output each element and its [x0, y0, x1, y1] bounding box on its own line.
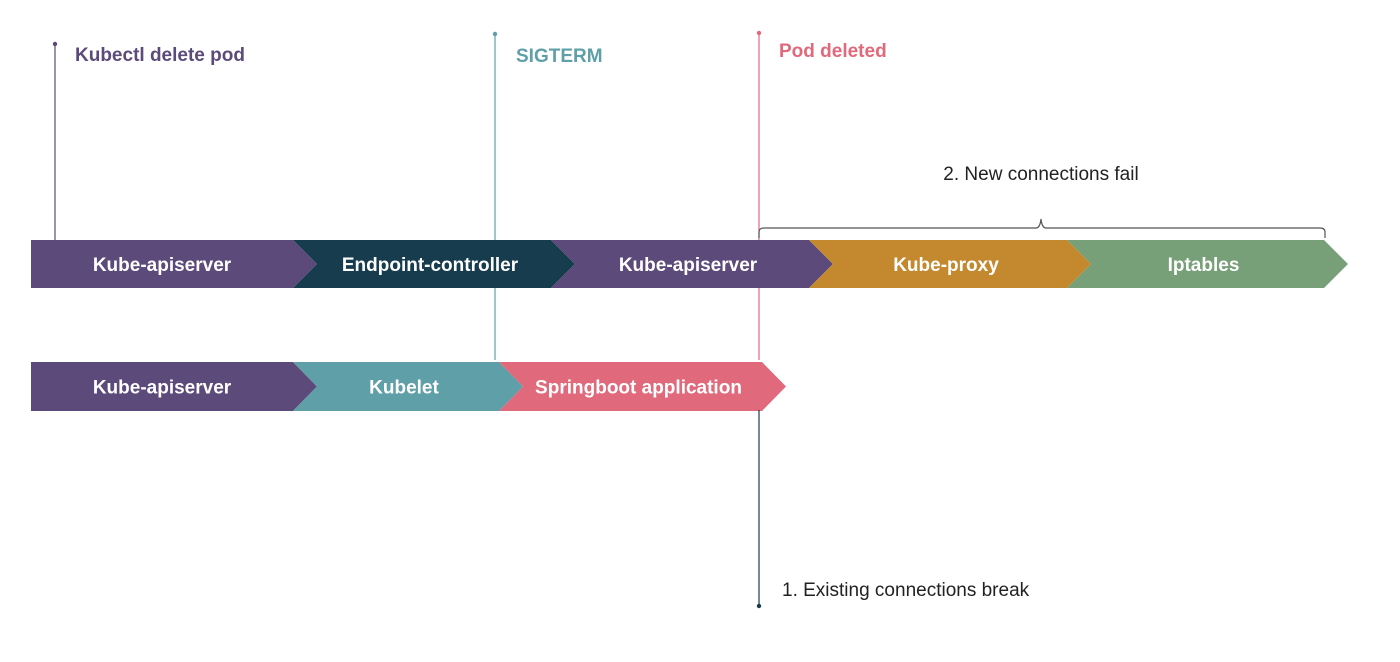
row2-segment-2	[293, 362, 523, 411]
row1-segment-2	[293, 240, 575, 288]
new-connections-brace	[758, 218, 1326, 238]
kubectl-delete-dot	[52, 41, 58, 47]
row1-segment-4	[809, 240, 1091, 288]
sigterm-label: SIGTERM	[516, 46, 603, 67]
event-kubectl-delete: Kubectl delete pod	[52, 41, 245, 240]
existing-connections-dot	[756, 603, 762, 609]
row1-flow: Kube-apiserver Endpoint-controller Kube-ap…	[31, 240, 1348, 288]
row2-flow: Kube-apiserver Kubelet Springboot applicat…	[31, 362, 786, 411]
row1-segment-5-label: Iptables	[1168, 255, 1240, 276]
pod-deleted-label: Pod deleted	[779, 41, 887, 62]
row2-segment-3-label: Springboot application	[535, 378, 742, 399]
existing-connections-note: 1. Existing connections break	[782, 580, 1030, 601]
row1-segment-1-label: Kube-apiserver	[93, 255, 232, 276]
sigterm-dot	[492, 31, 498, 37]
kubectl-delete-label: Kubectl delete pod	[75, 45, 245, 66]
row2-segment-2-label: Kubelet	[369, 378, 439, 399]
row2-segment-1	[31, 362, 317, 411]
row1-segment-2-label: Endpoint-controller	[342, 255, 519, 276]
event-pod-deleted: Pod deleted	[756, 30, 887, 360]
row1-segment-4-label: Kube-proxy	[893, 255, 999, 276]
row2-segment-1-label: Kube-apiserver	[93, 378, 232, 399]
row1-segment-3	[551, 240, 833, 288]
pod-deleted-dot	[756, 30, 762, 36]
new-connections-note: 2. New connections fail	[943, 164, 1138, 185]
row1-segment-3-label: Kube-apiserver	[619, 255, 758, 276]
event-sigterm: SIGTERM	[492, 31, 603, 360]
row1-segment-1	[31, 240, 317, 288]
row2-segment-3	[499, 362, 786, 411]
row1-segment-5	[1067, 240, 1348, 288]
